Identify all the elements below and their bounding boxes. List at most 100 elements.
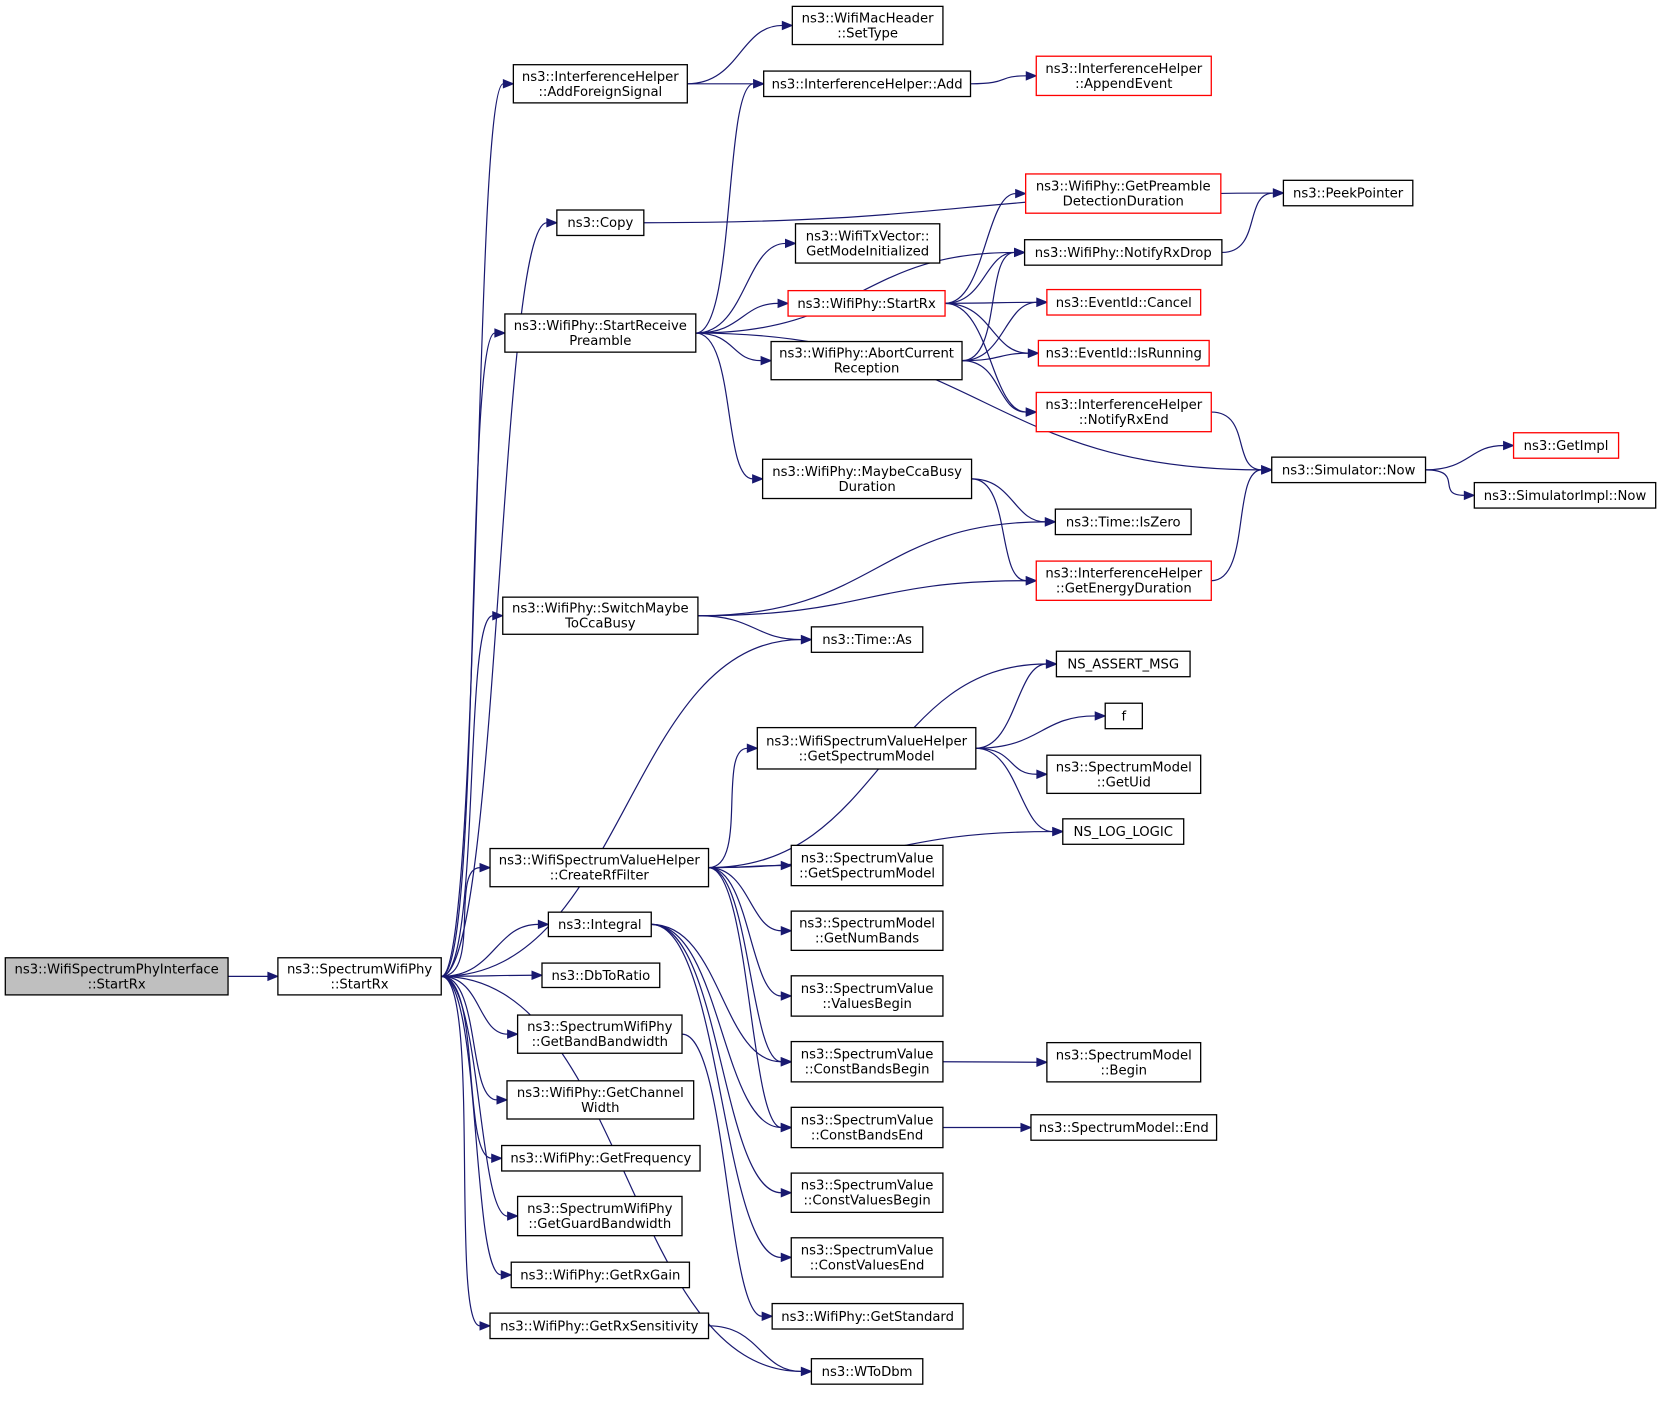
node-box-getRxSens[interactable]: [489, 1312, 710, 1340]
node-box-svGetModel[interactable]: [790, 844, 944, 887]
node-box-svhGetModel[interactable]: [756, 726, 977, 770]
node-box-spwStartRx[interactable]: [277, 957, 442, 996]
node-root[interactable]: ns3::WifiSpectrumPhyInterface::StartRx: [4, 957, 229, 996]
node-copy[interactable]: ns3::Copy: [556, 209, 645, 237]
node-box-getGuardBw[interactable]: [516, 1195, 683, 1237]
node-box-getModeInit[interactable]: [794, 223, 941, 264]
node-box-ihNotifyEnd[interactable]: [1035, 391, 1212, 433]
node-box-peekPtr[interactable]: [1282, 179, 1414, 207]
node-ihEnergy[interactable]: ns3::InterferenceHelper::GetEnergyDurati…: [1035, 560, 1212, 601]
node-smNumBands[interactable]: ns3::SpectrumModel::GetNumBands: [790, 910, 944, 952]
node-box-smBegin[interactable]: [1046, 1041, 1202, 1083]
node-svGetModel[interactable]: ns3::SpectrumValue::GetSpectrumModel: [790, 844, 944, 887]
node-ihAppend[interactable]: ns3::InterferenceHelper::AppendEvent: [1035, 55, 1212, 97]
node-box-simImplNow[interactable]: [1473, 481, 1657, 509]
node-nsAssert[interactable]: NS_ASSERT_MSG: [1055, 650, 1191, 678]
node-box-notifyDrop[interactable]: [1023, 239, 1223, 266]
node-macSetType[interactable]: ns3::WifiMacHeader::SetType: [791, 5, 944, 46]
node-svhGetModel[interactable]: ns3::WifiSpectrumValueHelper::GetSpectru…: [756, 726, 977, 770]
node-getGuardBw[interactable]: ns3::SpectrumWifiPhy::GetGuardBandwidth: [516, 1195, 683, 1237]
node-f[interactable]: f: [1104, 702, 1143, 730]
node-svCBE[interactable]: ns3::SpectrumValue::ConstBandsEnd: [790, 1106, 944, 1149]
node-box-switchMaybe[interactable]: [502, 596, 699, 635]
node-timeAs[interactable]: ns3::Time::As: [810, 626, 924, 653]
node-peekPtr[interactable]: ns3::PeekPointer: [1282, 179, 1414, 207]
node-svCVB[interactable]: ns3::SpectrumValue::ConstValuesBegin: [790, 1172, 944, 1213]
node-smBegin[interactable]: ns3::SpectrumModel::Begin: [1046, 1041, 1202, 1083]
node-box-svValBegin[interactable]: [790, 975, 944, 1017]
node-svValBegin[interactable]: ns3::SpectrumValue::ValuesBegin: [790, 975, 944, 1017]
node-box-abortRecv[interactable]: [770, 340, 963, 381]
node-box-svCBB[interactable]: [790, 1040, 944, 1083]
node-box-timeAs[interactable]: [810, 626, 924, 653]
node-box-getStandard[interactable]: [771, 1302, 964, 1330]
node-box-getRxGain[interactable]: [510, 1261, 691, 1289]
node-box-startRecvPre[interactable]: [504, 313, 697, 353]
node-timeIsZero[interactable]: ns3::Time::IsZero: [1054, 508, 1192, 536]
node-getStandard[interactable]: ns3::WifiPhy::GetStandard: [771, 1302, 964, 1330]
node-getPreDet[interactable]: ns3::WifiPhy::GetPreambleDetectionDurati…: [1025, 173, 1222, 214]
node-box-maybeCca[interactable]: [761, 458, 973, 500]
node-notifyDrop[interactable]: ns3::WifiPhy::NotifyRxDrop: [1023, 239, 1223, 266]
node-simNow[interactable]: ns3::Simulator::Now: [1271, 456, 1427, 484]
node-getModeInit[interactable]: ns3::WifiTxVector::GetModeInitialized: [794, 223, 941, 264]
node-nsLog[interactable]: NS_LOG_LOGIC: [1062, 818, 1185, 845]
node-box-getBandBw[interactable]: [516, 1014, 683, 1054]
node-evRunning[interactable]: ns3::EventId::IsRunning: [1037, 339, 1210, 367]
node-box-phyStartRx[interactable]: [787, 289, 946, 317]
node-phyStartRx[interactable]: ns3::WifiPhy::StartRx: [787, 289, 946, 317]
node-smGetUid[interactable]: ns3::SpectrumModel::GetUid: [1046, 754, 1202, 795]
node-spwStartRx[interactable]: ns3::SpectrumWifiPhy::StartRx: [277, 957, 442, 996]
node-box-smNumBands[interactable]: [790, 910, 944, 952]
node-box-ihAdd[interactable]: [763, 70, 972, 98]
node-box-dbToRatio[interactable]: [541, 962, 661, 989]
node-ihNotifyEnd[interactable]: ns3::InterferenceHelper::NotifyRxEnd: [1035, 391, 1212, 433]
node-box-simNow[interactable]: [1271, 456, 1427, 484]
node-box-macSetType[interactable]: [791, 5, 944, 46]
node-box-getFreq[interactable]: [501, 1144, 701, 1172]
node-box-ihEnergy[interactable]: [1035, 560, 1212, 601]
node-box-addForeign[interactable]: [512, 64, 688, 104]
node-box-ihAppend[interactable]: [1035, 55, 1212, 97]
node-box-root[interactable]: [4, 957, 229, 996]
node-box-svCVB[interactable]: [790, 1172, 944, 1213]
node-box-getImpl[interactable]: [1512, 432, 1620, 459]
node-box-getChanW[interactable]: [506, 1080, 695, 1120]
node-wToDbm[interactable]: ns3::WToDbm: [810, 1358, 924, 1385]
node-svCVE[interactable]: ns3::SpectrumValue::ConstValuesEnd: [790, 1237, 944, 1278]
node-smEnd[interactable]: ns3::SpectrumModel::End: [1030, 1114, 1218, 1141]
node-box-smEnd[interactable]: [1030, 1114, 1218, 1141]
node-integral[interactable]: ns3::Integral: [547, 911, 652, 938]
node-ihAdd[interactable]: ns3::InterferenceHelper::Add: [763, 70, 972, 98]
node-getImpl[interactable]: ns3::GetImpl: [1512, 432, 1620, 459]
node-box-svCVE[interactable]: [790, 1237, 944, 1278]
node-box-evRunning[interactable]: [1037, 339, 1210, 367]
node-dbToRatio[interactable]: ns3::DbToRatio: [541, 962, 661, 989]
node-addForeign[interactable]: ns3::InterferenceHelper::AddForeignSigna…: [512, 64, 688, 104]
node-box-nsAssert[interactable]: [1055, 650, 1191, 678]
node-box-smGetUid[interactable]: [1046, 754, 1202, 795]
node-box-timeIsZero[interactable]: [1054, 508, 1192, 536]
node-box-wToDbm[interactable]: [810, 1358, 924, 1385]
node-box-getPreDet[interactable]: [1025, 173, 1222, 214]
node-evCancel[interactable]: ns3::EventId::Cancel: [1046, 288, 1202, 316]
node-box-createRf[interactable]: [489, 847, 710, 888]
node-box-f[interactable]: [1104, 702, 1143, 730]
node-box-svCBE[interactable]: [790, 1106, 944, 1149]
node-getBandBw[interactable]: ns3::SpectrumWifiPhy::GetBandBandwidth: [516, 1014, 683, 1054]
node-getRxGain[interactable]: ns3::WifiPhy::GetRxGain: [510, 1261, 691, 1289]
node-createRf[interactable]: ns3::WifiSpectrumValueHelper::CreateRfFi…: [489, 847, 710, 888]
node-getFreq[interactable]: ns3::WifiPhy::GetFrequency: [501, 1144, 701, 1172]
node-box-evCancel[interactable]: [1046, 288, 1202, 316]
node-getRxSens[interactable]: ns3::WifiPhy::GetRxSensitivity: [489, 1312, 710, 1340]
node-svCBB[interactable]: ns3::SpectrumValue::ConstBandsBegin: [790, 1040, 944, 1083]
node-box-nsLog[interactable]: [1062, 818, 1185, 845]
node-box-copy[interactable]: [556, 209, 645, 237]
node-simImplNow[interactable]: ns3::SimulatorImpl::Now: [1473, 481, 1657, 509]
node-box-integral[interactable]: [547, 911, 652, 938]
